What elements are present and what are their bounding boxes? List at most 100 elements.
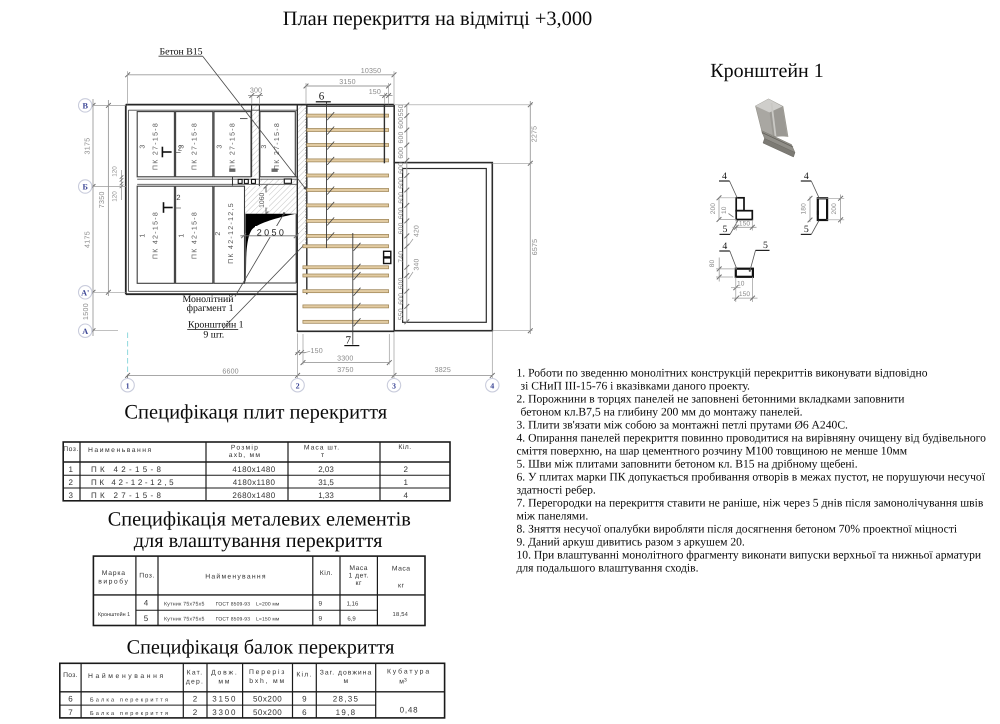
- svg-text:3: 3: [216, 143, 223, 148]
- svg-text:ПК 27-15-8: ПК 27-15-8: [230, 122, 237, 170]
- svg-text:2275: 2275: [530, 126, 538, 142]
- svg-text:120: 120: [112, 191, 119, 202]
- svg-text:Кронштейн 1: Кронштейн 1: [98, 612, 130, 618]
- svg-text:10350: 10350: [361, 67, 381, 75]
- svg-text:150: 150: [739, 291, 751, 298]
- svg-text:10: 10: [721, 206, 728, 214]
- svg-text:Найменування: Найменування: [205, 573, 267, 581]
- svg-text:600: 600: [398, 277, 405, 289]
- svg-text:150: 150: [369, 88, 381, 96]
- svg-text:Маса: Маса: [349, 565, 368, 572]
- svg-text:5: 5: [144, 614, 149, 623]
- svg-text:6575: 6575: [531, 239, 539, 255]
- svg-text:4: 4: [490, 381, 494, 390]
- svg-text:Поз.: Поз.: [63, 446, 79, 453]
- svg-text:Маса шт.: Маса шт.: [304, 445, 340, 452]
- svg-text:Б: Б: [82, 183, 87, 192]
- svg-text:5: 5: [763, 240, 768, 251]
- svg-text:4: 4: [144, 599, 149, 608]
- svg-text:600: 600: [398, 222, 405, 234]
- svg-text:ПК 42-12-12,5: ПК 42-12-12,5: [228, 202, 235, 264]
- svg-text:Балка перекриття: Балка перекриття: [90, 711, 170, 717]
- svg-text:5: 5: [804, 224, 809, 235]
- svg-text:9: 9: [318, 601, 322, 608]
- svg-text:6: 6: [319, 90, 325, 102]
- svg-text:600: 600: [398, 147, 405, 159]
- svg-text:1: 1: [126, 381, 130, 390]
- svg-text:3: 3: [139, 143, 146, 148]
- svg-text:1,33: 1,33: [318, 491, 334, 500]
- svg-text:axb, мм: axb, мм: [229, 452, 261, 459]
- svg-text:2: 2: [193, 708, 198, 717]
- svg-text:9 шт.: 9 шт.: [203, 329, 224, 340]
- svg-text:А: А: [82, 327, 88, 336]
- svg-text:3150: 3150: [339, 78, 355, 86]
- svg-text:бетоном кл.В7,5 на глибину 200: бетоном кл.В7,5 на глибину 200 мм до мон…: [521, 406, 803, 419]
- svg-text:10: 10: [737, 280, 745, 287]
- svg-text:3: 3: [69, 491, 74, 500]
- svg-text:Кутник 75х75х5: Кутник 75х75х5: [164, 616, 205, 622]
- svg-text:1. Роботи по зведенню монолітн: 1. Роботи по зведенню монолітних констру…: [517, 367, 928, 380]
- svg-text:420: 420: [414, 225, 421, 237]
- svg-text:10. При влаштуванні монолітног: 10. При влаштуванні монолітного фрагмент…: [517, 549, 982, 562]
- svg-text:Кронштейн 1: Кронштейн 1: [710, 60, 823, 82]
- svg-text:2: 2: [215, 230, 222, 235]
- svg-text:28,35: 28,35: [333, 695, 360, 704]
- svg-text:4180х1480: 4180х1480: [232, 465, 275, 474]
- svg-text:Кіл.: Кіл.: [296, 672, 312, 679]
- svg-text:ПК 42-15-8: ПК 42-15-8: [192, 211, 199, 259]
- svg-text:600: 600: [398, 207, 405, 219]
- svg-text:м: м: [344, 678, 349, 685]
- svg-text:Специфікаця балок перекриття: Специфікаця балок перекриття: [127, 637, 395, 659]
- svg-text:120: 120: [112, 166, 119, 177]
- svg-text:4: 4: [722, 171, 727, 182]
- svg-text:3175: 3175: [83, 138, 91, 155]
- svg-text:8. Зняття несучої опалубки вир: 8. Зняття несучої опалубки виробляти піс…: [517, 523, 958, 536]
- svg-text:2: 2: [193, 695, 198, 704]
- svg-text:1,16: 1,16: [347, 601, 359, 608]
- svg-text:2: 2: [296, 381, 300, 390]
- svg-text:сміття поверхню, на шар цемент: сміття поверхню, на шар цементного розчи…: [517, 445, 908, 458]
- svg-text:50х200: 50х200: [253, 695, 282, 704]
- svg-text:Бетон В15: Бетон В15: [160, 47, 203, 58]
- svg-text:9: 9: [318, 616, 322, 623]
- svg-text:3825: 3825: [435, 366, 451, 374]
- svg-text:bxh, мм: bxh, мм: [249, 678, 286, 685]
- svg-text:Поз.: Поз.: [63, 672, 78, 679]
- svg-text:2,03: 2,03: [318, 465, 334, 474]
- svg-text:для влаштування перекриття: для влаштування перекриття: [134, 530, 383, 552]
- svg-text:дер.: дер.: [186, 679, 204, 686]
- svg-text:600: 600: [398, 192, 405, 204]
- svg-text:31,5: 31,5: [318, 478, 334, 487]
- svg-text:7: 7: [346, 334, 352, 346]
- svg-text:виробу: виробу: [98, 579, 129, 586]
- svg-text:т: т: [321, 452, 325, 459]
- svg-text:ПК 42-15-8: ПК 42-15-8: [91, 465, 164, 474]
- svg-text:50х200: 50х200: [253, 708, 282, 717]
- svg-text:340: 340: [414, 259, 421, 271]
- svg-text:3150: 3150: [212, 695, 237, 704]
- svg-text:1: 1: [139, 232, 146, 237]
- svg-text:7350: 7350: [98, 191, 106, 208]
- svg-text:ГОСТ 8509-93: ГОСТ 8509-93: [216, 616, 250, 622]
- svg-text:4: 4: [804, 171, 809, 182]
- svg-text:150: 150: [739, 220, 751, 227]
- svg-text:6600: 6600: [222, 367, 238, 375]
- svg-text:4: 4: [722, 241, 727, 252]
- svg-text:6: 6: [302, 708, 307, 717]
- svg-text:Кутник 75х75х5: Кутник 75х75х5: [164, 601, 205, 607]
- svg-text:А': А': [81, 289, 89, 298]
- svg-text:1500: 1500: [82, 303, 90, 320]
- svg-text:200: 200: [710, 203, 717, 215]
- svg-text:Кронштейн 1: Кронштейн 1: [188, 319, 244, 330]
- svg-text:Кат.: Кат.: [187, 670, 204, 677]
- svg-text:Заг. довжина: Заг. довжина: [320, 670, 372, 677]
- svg-text:мм: мм: [218, 679, 231, 686]
- svg-text:Кіл.: Кіл.: [398, 444, 411, 451]
- svg-text:18,54: 18,54: [393, 611, 409, 618]
- svg-text:Розмір: Розмір: [231, 445, 259, 452]
- svg-text:Маса: Маса: [392, 566, 411, 573]
- svg-text:3300: 3300: [212, 708, 237, 717]
- svg-text:ПК 27-15-8: ПК 27-15-8: [274, 122, 281, 170]
- svg-text:Наименьвання: Наименьвання: [88, 447, 153, 454]
